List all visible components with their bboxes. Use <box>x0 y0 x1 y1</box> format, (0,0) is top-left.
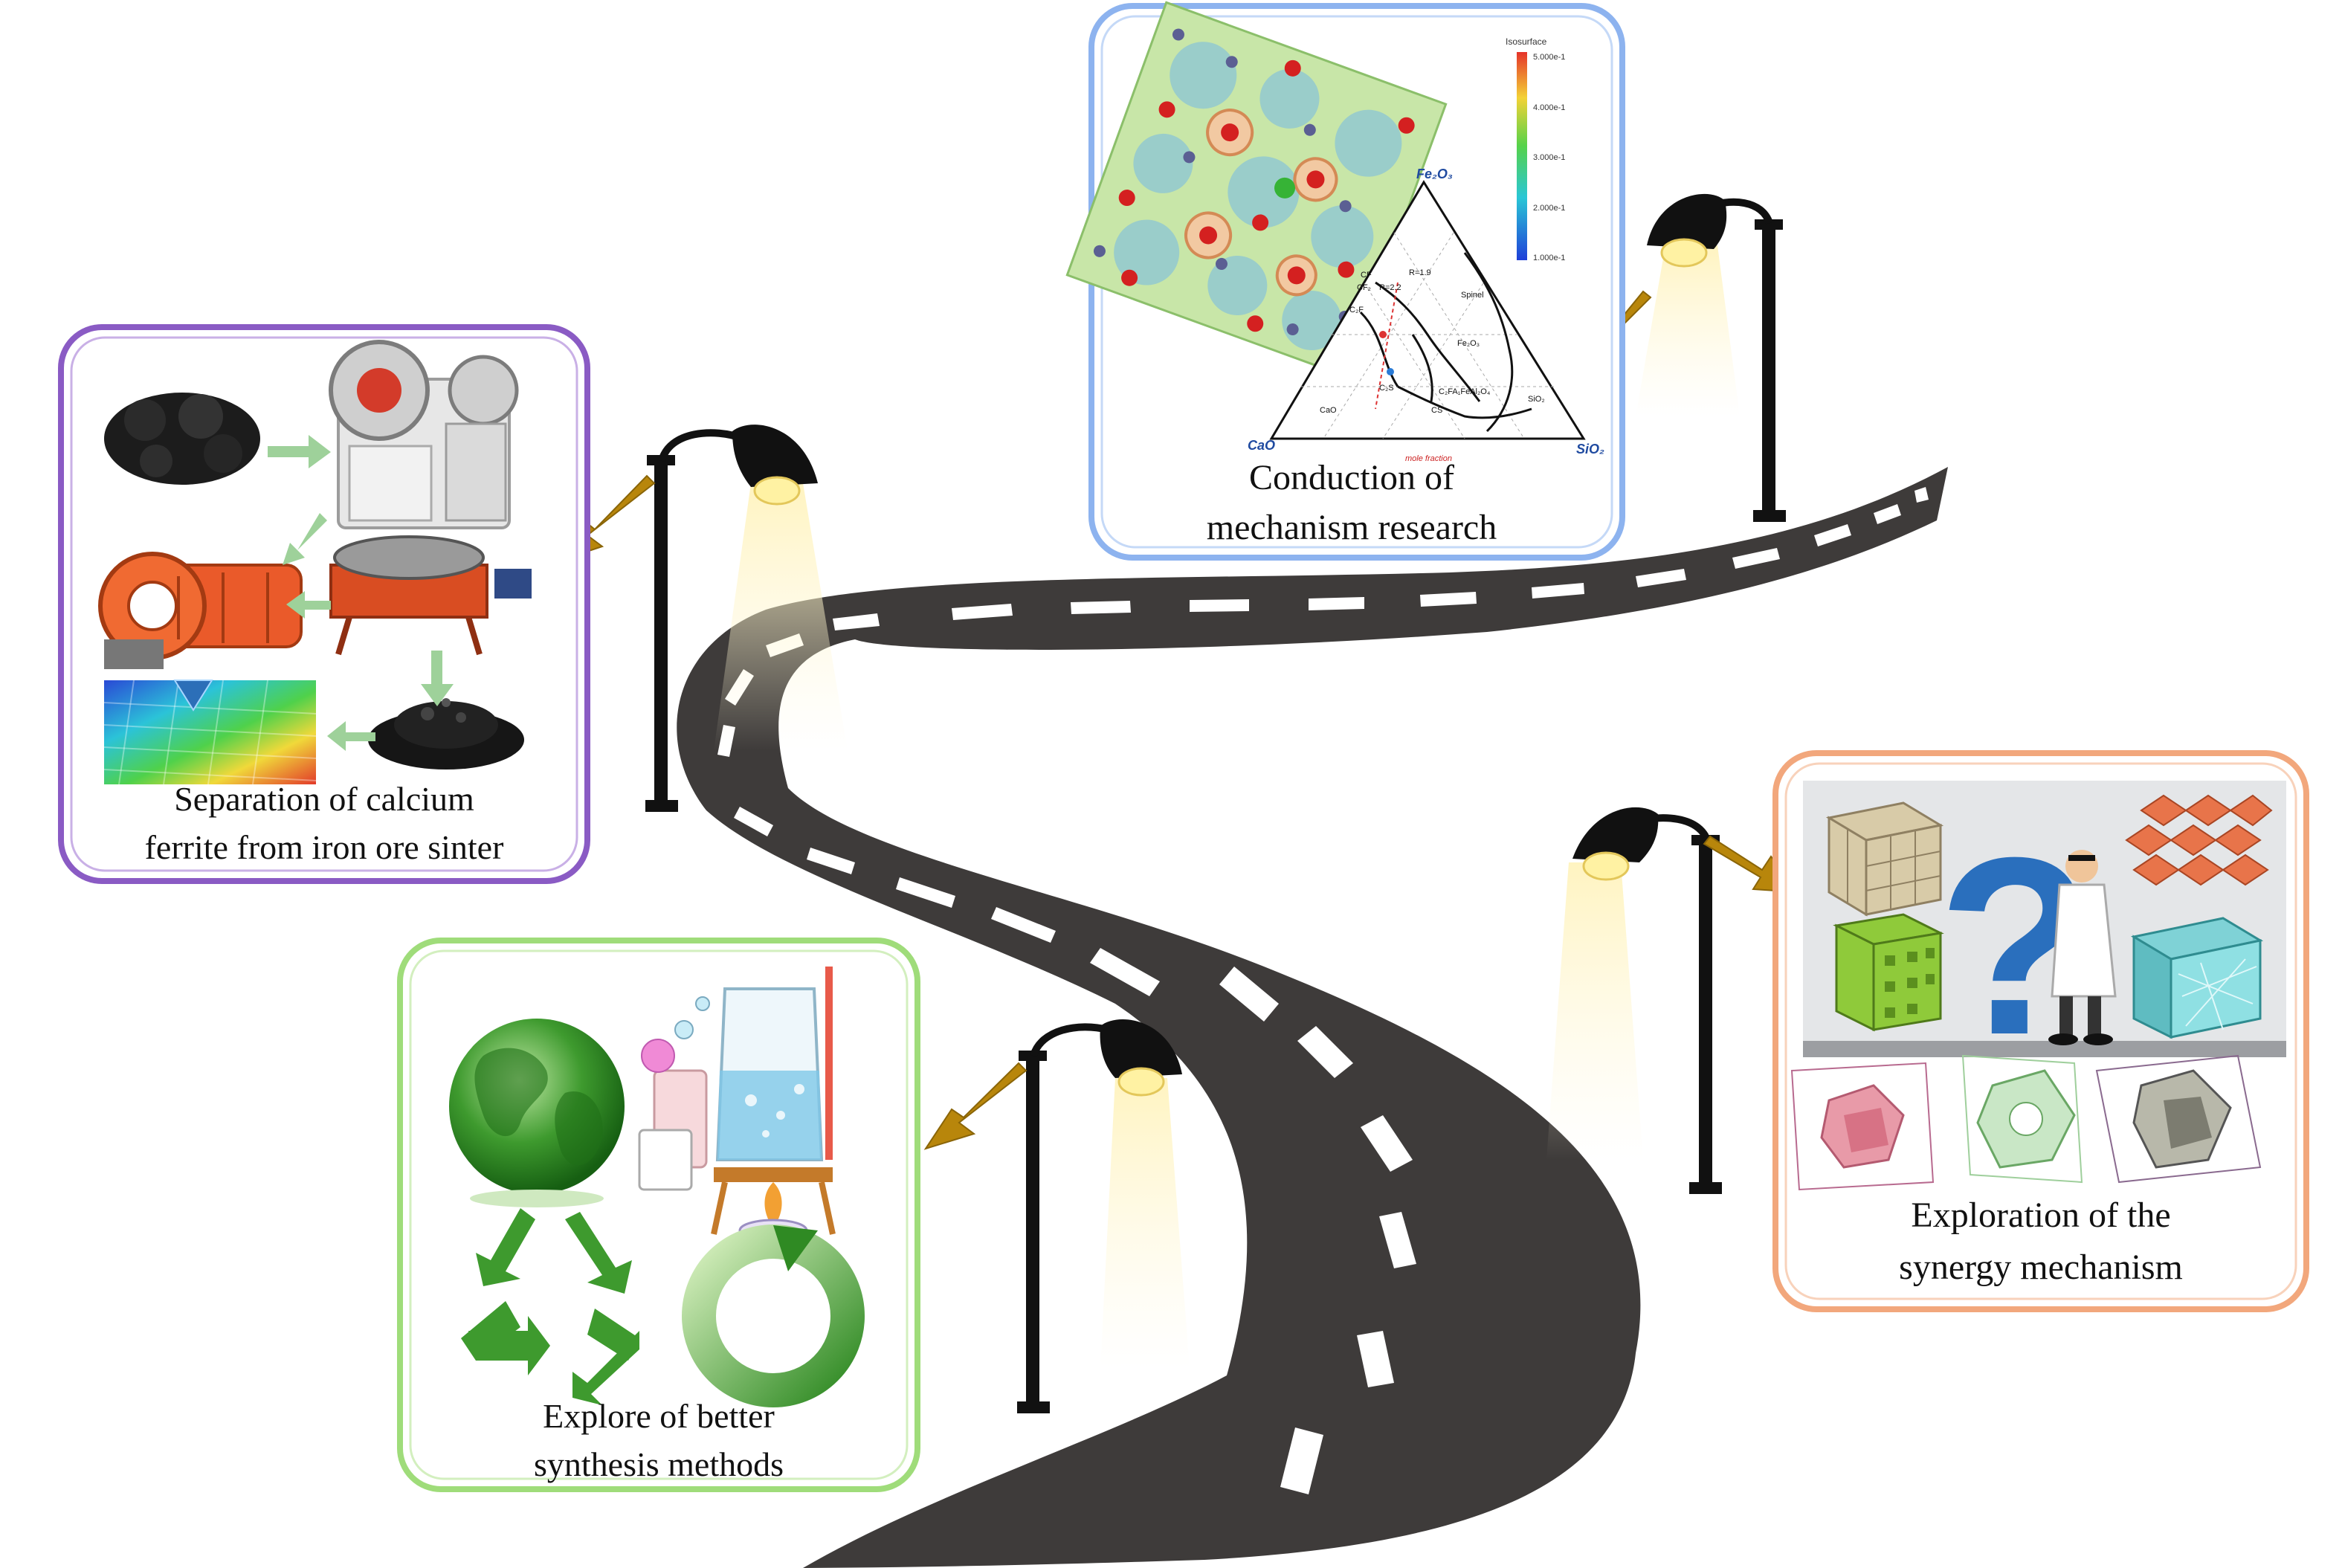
lattice-octahedra-orange-icon <box>2125 794 2273 886</box>
globe-icon <box>449 1019 625 1207</box>
panel-separation: Separation of calcium ferrite from iron … <box>58 324 590 884</box>
phase-corner-right: SiO₂ <box>1576 442 1604 456</box>
region-c2fa: C₂FA₁FeAl₂O₄ <box>1439 387 1491 396</box>
lamp-bulb <box>1582 851 1630 881</box>
region-r22: R=2.2 <box>1379 283 1401 292</box>
panel-mechanism-caption-line2: mechanism research <box>1207 508 1497 547</box>
lamp-shade <box>1572 807 1659 862</box>
jaw-crusher-icon <box>329 340 519 529</box>
panel-synthesis-caption-line1: Explore of better <box>543 1397 775 1435</box>
region-sio2: SiO₂ <box>1528 395 1545 404</box>
lamp-bulb <box>1117 1067 1165 1097</box>
scientist-figure-icon <box>2048 850 2117 1045</box>
road <box>677 467 1948 1568</box>
crystal-structure-image <box>1065 1 1448 378</box>
panel-synergy-caption-line2: synergy mechanism <box>1899 1248 2183 1287</box>
cycle-ring-icon <box>682 1225 865 1407</box>
lamp-shade <box>732 425 818 487</box>
road-surface <box>677 467 1948 1568</box>
lattice-cube-green-icon <box>1833 913 1944 1032</box>
lamp-light-beam <box>1546 862 1643 1160</box>
lamp-bulb <box>753 476 801 506</box>
region-r19: R=1.9 <box>1409 268 1431 277</box>
process-flow-arrows <box>268 435 454 751</box>
legend-tick-2: 4.000e-1 <box>1533 103 1565 112</box>
street-lamp-top-right <box>1636 193 1786 522</box>
lamp-light-beam <box>1100 1078 1190 1368</box>
region-cao: CaO <box>1320 406 1337 415</box>
street-lamp-right <box>1546 807 1722 1194</box>
isosurface-legend: Isosurface 5.000e-1 4.000e-1 3.000e-1 2.… <box>1506 36 1565 262</box>
lamp-pole <box>1762 223 1775 513</box>
lamp-bulb <box>1660 238 1708 268</box>
legend-tick-1: 5.000e-1 <box>1533 53 1565 62</box>
ternary-phase-diagram: Fe₂O₃ CaO SiO₂ mole fraction Spinel Fe₂O… <box>1248 167 1604 463</box>
legend-tick-4: 2.000e-1 <box>1533 204 1565 213</box>
panel-synthesis: Explore of better synthesis methods <box>397 938 920 1492</box>
iron-ore-lump-icon <box>104 393 260 485</box>
region-cs: CS <box>1431 406 1442 415</box>
phase-corner-left: CaO <box>1248 438 1275 453</box>
arrow-to-synthesis-panel <box>923 1062 1028 1150</box>
lamp-light-beam <box>714 483 848 751</box>
legend-tick-3: 3.000e-1 <box>1533 153 1565 162</box>
legend-title: Isosurface <box>1506 36 1547 47</box>
phase-apex-top: Fe₂O₃ <box>1416 167 1453 181</box>
lab-beaker-icon <box>638 967 836 1242</box>
street-lamp-bottom <box>1017 1019 1190 1413</box>
panel-separation-caption-line1: Separation of calcium <box>174 780 474 818</box>
polyhedra-model-green-icon <box>1961 1054 2083 1184</box>
lamp-shade <box>1647 193 1727 249</box>
panel-synthesis-caption-line2: synthesis methods <box>534 1445 784 1483</box>
street-lamp-left <box>645 425 848 812</box>
road-dashes <box>717 487 1929 1494</box>
lamp-pole <box>1699 840 1712 1186</box>
recycle-icon <box>461 1208 639 1405</box>
legend-tick-5: 1.000e-1 <box>1533 254 1565 262</box>
lamp-pole <box>1026 1056 1039 1405</box>
region-cf: CF <box>1361 271 1372 280</box>
lamp-pole <box>654 461 668 803</box>
panel-separation-caption-line2: ferrite from iron ore sinter <box>145 828 504 866</box>
phase-axis-label: mole fraction <box>1405 454 1452 463</box>
region-c2s: C₂S <box>1379 384 1394 393</box>
lattice-cube-cyan-icon <box>2130 917 2264 1039</box>
crystal-lattice-image <box>103 680 317 785</box>
panel-mechanism: Isosurface 5.000e-1 4.000e-1 3.000e-1 2.… <box>1065 1 1625 561</box>
lamp-shade <box>1100 1019 1182 1078</box>
panel-synergy: ? <box>1772 750 2309 1312</box>
panel-mechanism-caption-line1: Conduction of <box>1249 458 1454 497</box>
magnetic-separator-icon <box>329 535 532 656</box>
region-c2f: C₂F <box>1349 306 1364 314</box>
panel-synergy-caption-line1: Exploration of the <box>1911 1196 2170 1235</box>
region-fe2o3: Fe₂O₃ <box>1457 339 1480 348</box>
lattice-cube-beige-icon <box>1825 801 1944 917</box>
polyhedra-model-gray-icon <box>2095 1054 2262 1184</box>
region-cf2: CF₂ <box>1357 283 1371 292</box>
region-spinel: Spinel <box>1461 291 1484 300</box>
calcium-ferrite-powder-icon <box>368 698 524 770</box>
polyhedra-model-pink-icon <box>1790 1062 1935 1191</box>
lamp-light-beam <box>1636 245 1740 416</box>
